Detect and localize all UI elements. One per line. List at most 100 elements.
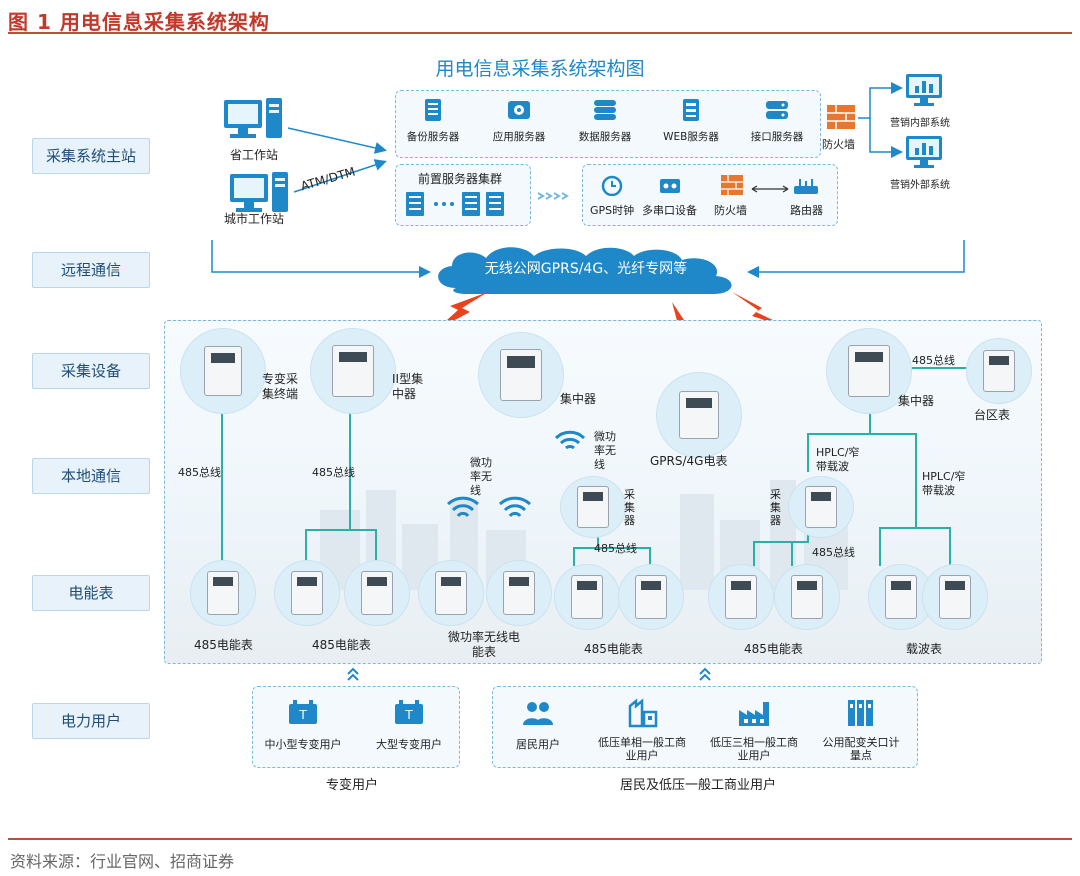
micro-wireless-top-label: 微功率无线 <box>594 430 616 471</box>
meter-body-icon <box>791 575 823 619</box>
meter-body-icon <box>725 575 757 619</box>
meter-body-icon <box>635 575 667 619</box>
firewall-small-icon <box>720 174 744 196</box>
concentrator-right-device <box>826 328 912 414</box>
user-public-metering-label: 公用配变关口计量点 <box>822 736 900 762</box>
concentrator-mid-label: 集中器 <box>560 392 597 406</box>
interface-server-label: 接口服务器 <box>750 131 804 143</box>
row-label-master: 采集系统主站 <box>32 138 150 174</box>
collector-mid-device <box>560 476 626 538</box>
special-terminal-label: 专变采集终端 <box>262 372 299 401</box>
city-ws-label: 城市工作站 <box>224 212 285 226</box>
svg-text:T: T <box>404 708 413 722</box>
meter-485-a <box>190 560 256 626</box>
svg-text:T: T <box>298 708 307 722</box>
provincial-workstation-icon <box>222 96 286 148</box>
special-terminal-device <box>180 328 266 414</box>
meter-body-icon <box>435 571 467 615</box>
meter-485-label-d: 485电能表 <box>744 642 803 656</box>
row-label-devices: 采集设备 <box>32 353 150 389</box>
meter-micro-b <box>486 560 552 626</box>
figure-title: 图 1 用电信息采集系统架构 <box>8 10 270 34</box>
meter-body-icon <box>204 346 242 396</box>
concentrator-ii-label: II型集中器 <box>392 372 424 401</box>
user-small-special: T 中小型专变用户 <box>258 698 348 752</box>
router-icon <box>792 176 820 196</box>
hplc-left-label: HPLC/窄带载波 <box>816 446 860 473</box>
micro-wireless-label: 微功率无线 <box>470 456 492 497</box>
bus-485-right-label: 485总线 <box>912 354 955 367</box>
row-label-remote: 远程通信 <box>32 252 150 288</box>
row-label-meters: 电能表 <box>32 575 150 611</box>
meter-body-icon <box>885 575 917 619</box>
meter-485-d <box>554 564 620 630</box>
bus-485-mid-label: 485总线 <box>594 542 637 555</box>
meter-485-label-c: 485电能表 <box>584 642 643 656</box>
serial-device-label: 多串口设备 <box>642 204 697 217</box>
field-wiring <box>221 367 970 566</box>
hplc-right-label: HPLC/窄带载波 <box>922 470 966 497</box>
web-server-icon <box>683 99 699 121</box>
provincial-ws-label: 省工作站 <box>230 148 279 162</box>
area-meter-label: 台区表 <box>974 408 1011 422</box>
router-label: 路由器 <box>790 204 823 217</box>
area-meter-device <box>966 338 1032 404</box>
meter-485-g <box>774 564 840 630</box>
collector-right-label: 采集器 <box>770 488 781 527</box>
web-server-label: WEB服务器 <box>663 131 719 143</box>
aux-devices-group <box>582 164 838 226</box>
cabinet-icon <box>848 700 873 726</box>
user-three-phase-label: 低压三相一般工商业用户 <box>710 736 798 762</box>
meter-body-icon <box>848 345 890 397</box>
factory-icon <box>739 702 769 726</box>
meter-body-icon <box>939 575 971 619</box>
concentrator-right-label: 集中器 <box>898 394 935 408</box>
people-icon <box>523 702 553 725</box>
gprs-meter-device <box>656 372 742 458</box>
user-large-special: T 大型专变用户 <box>364 698 454 752</box>
up-chevron-icon <box>699 667 711 681</box>
user-public-metering: 公用配变关口计量点 <box>818 698 904 762</box>
double-chevron-icon <box>536 186 580 200</box>
user-large-special-label: 大型专变用户 <box>376 738 442 751</box>
bus-485-right2-label: 485总线 <box>812 546 855 559</box>
data-server-label: 数据服务器 <box>578 131 632 143</box>
backup-server: 备份服务器 <box>398 98 468 144</box>
title-rule <box>8 32 1072 34</box>
meter-body-icon <box>983 350 1015 392</box>
meter-485-label-a: 485电能表 <box>194 638 253 652</box>
app-server-label: 应用服务器 <box>492 131 546 143</box>
user-three-phase: 低压三相一般工商业用户 <box>706 698 802 762</box>
user-small-special-label: 中小型专变用户 <box>264 738 342 751</box>
meter-body-icon <box>361 571 393 615</box>
interface-server-icon <box>766 101 788 119</box>
user-single-phase: 低压单相一般工商业用户 <box>594 698 690 762</box>
meter-body-icon <box>503 571 535 615</box>
shop-icon <box>628 698 658 728</box>
marketing-internal-icon <box>904 72 944 108</box>
marketing-internal-label: 营销内部系统 <box>890 118 950 129</box>
meter-body-icon <box>679 391 719 439</box>
meter-485-label-b: 485电能表 <box>312 638 371 652</box>
remote-link-lines <box>211 240 965 278</box>
network-label: 无线公网GPRS/4G、光纤专网等 <box>484 261 688 277</box>
backup-server-label: 备份服务器 <box>406 131 460 143</box>
resident-user-group <box>492 686 918 768</box>
wifi-icon <box>498 496 532 518</box>
double-arrow-icon <box>751 185 789 193</box>
cloud-network-icon <box>426 242 746 300</box>
front-cluster-label: 前置服务器集群 <box>418 172 503 186</box>
workstation-arrows <box>287 127 387 193</box>
concentrator-mid-device <box>478 332 564 418</box>
data-server: 数据服务器 <box>570 98 640 144</box>
row-label-local: 本地通信 <box>32 458 150 494</box>
concentrator-ii-device <box>310 328 396 414</box>
meter-485-f <box>708 564 774 630</box>
bus-485-left-label: 485总线 <box>178 466 221 479</box>
firewall-icon <box>826 104 856 130</box>
marketing-external-label: 营销外部系统 <box>890 180 950 191</box>
firewall-small-label: 防火墙 <box>714 204 747 217</box>
gps-clock-label: GPS时钟 <box>590 204 635 217</box>
meter-body-icon <box>500 349 542 401</box>
app-server-icon <box>508 101 530 119</box>
